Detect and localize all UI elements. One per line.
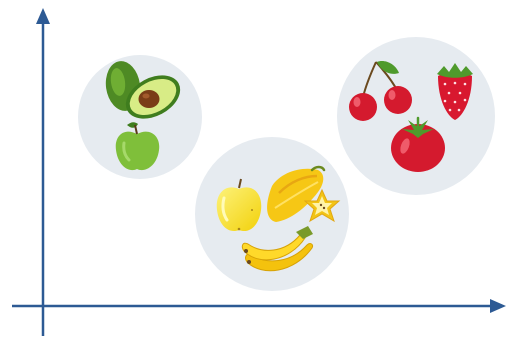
y-axis-arrowhead xyxy=(36,8,50,24)
x-axis-arrowhead xyxy=(490,299,506,313)
yellow-fruit-cluster xyxy=(195,137,349,291)
green-fruit-cluster xyxy=(78,55,202,179)
red-fruit-cluster xyxy=(337,37,495,195)
